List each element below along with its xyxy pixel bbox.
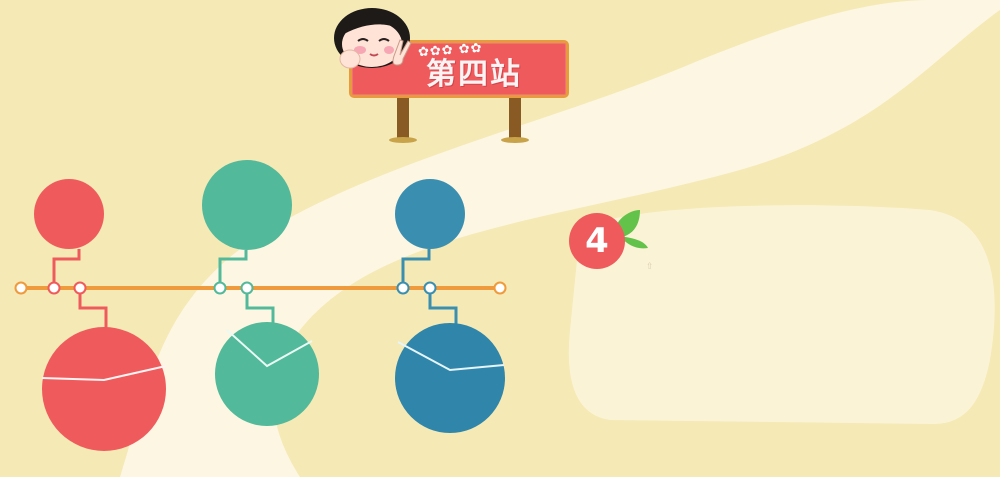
green-connector-top: [218, 250, 248, 288]
sign-post-base-left: [389, 137, 417, 143]
red-node-right: [73, 281, 87, 295]
timeline-end-left: [14, 281, 28, 295]
sign-post-right: [509, 97, 521, 141]
blue-bottom-cut: [397, 341, 505, 372]
blue-connector-top: [401, 249, 431, 288]
number-badge: 4: [569, 213, 625, 269]
girl-peace-sign-icon: [334, 8, 412, 69]
blue-node-left: [396, 281, 410, 295]
green-connector-bottom: [245, 288, 275, 325]
red-top-circle: [34, 179, 104, 249]
sign-post-base-right: [501, 137, 529, 143]
right-panel: [568, 205, 995, 425]
red-connector-bottom: [78, 288, 108, 333]
blue-node-right: [423, 281, 437, 295]
green-node-right: [240, 281, 254, 295]
blue-top-circle: [395, 179, 465, 249]
red-bottom-circle: [42, 327, 166, 451]
green-bottom-circle: [215, 322, 319, 426]
blue-bottom-circle: [395, 323, 505, 433]
winding-path: [120, 0, 1000, 477]
green-node-left: [213, 281, 227, 295]
red-bottom-cut: [41, 365, 167, 382]
red-node-left: [47, 281, 61, 295]
sign-post-left: [397, 97, 409, 141]
green-bottom-cut: [226, 329, 313, 368]
timeline-diagram: [14, 160, 507, 451]
sign-title: 第四站: [426, 57, 522, 92]
blue-connector-bottom: [428, 288, 458, 326]
green-top-circle: [202, 160, 292, 250]
timeline-end-right: [493, 281, 507, 295]
red-connector-top: [52, 249, 81, 288]
small-mark-icon: ⇧: [646, 262, 654, 272]
